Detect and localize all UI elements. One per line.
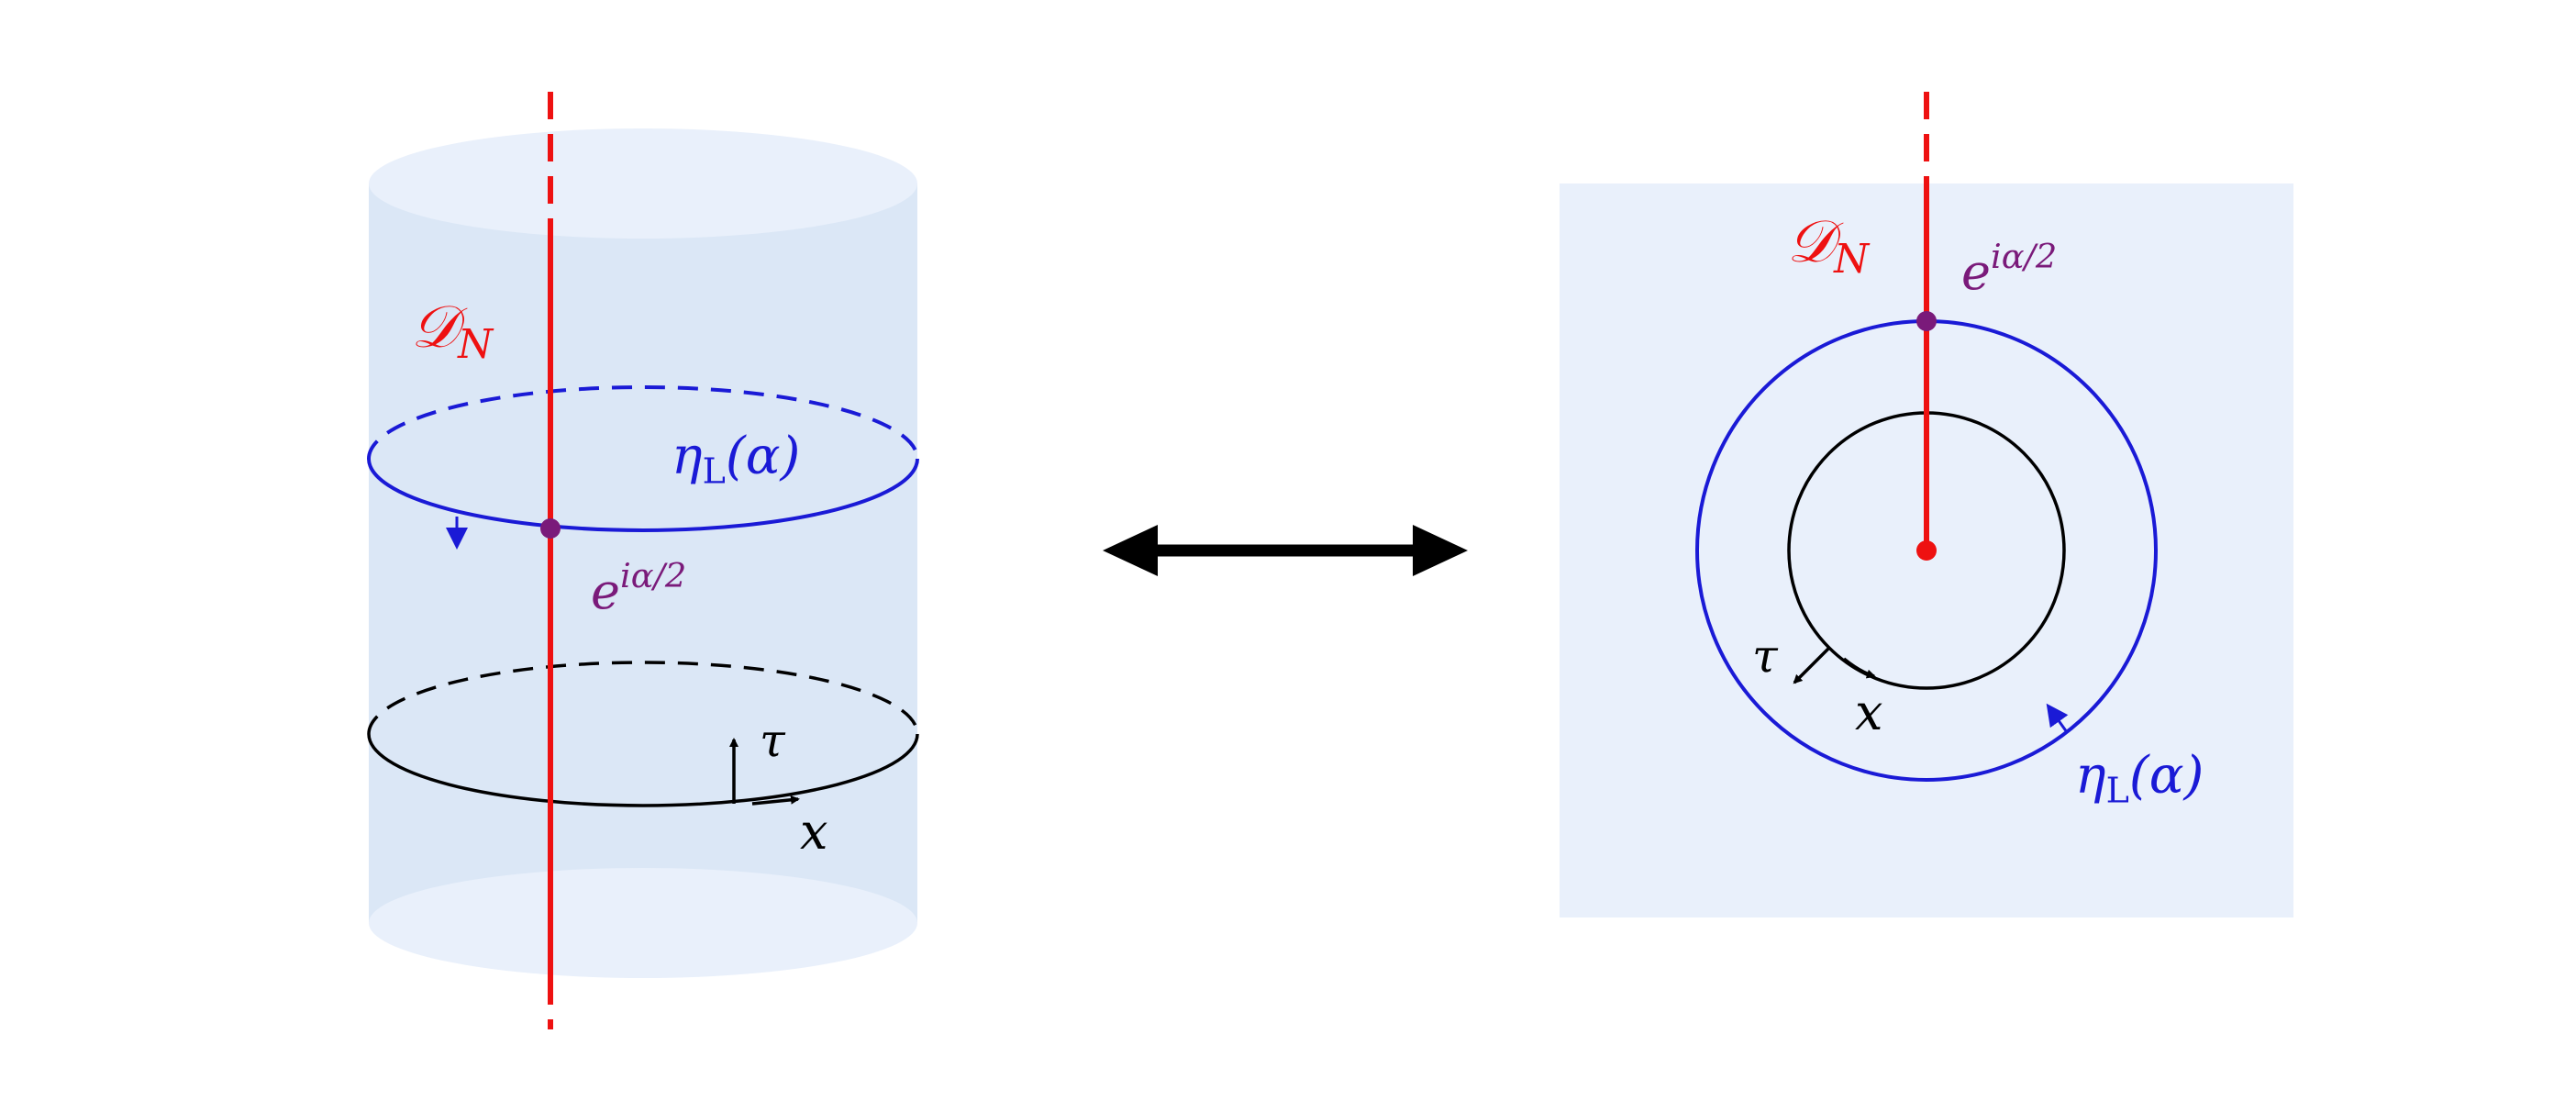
x-arrow-left — [751, 795, 800, 806]
tau-arrow-right — [1793, 647, 1830, 684]
eta-orientation-arrow-right — [2046, 703, 2069, 733]
junction-point-right — [1916, 311, 1937, 331]
spatial-circle-front — [367, 733, 919, 807]
x-arrow-right — [1842, 657, 1876, 679]
cylinder-group — [369, 128, 917, 978]
eta-label-right: ηL(α) — [2075, 746, 2204, 811]
phase-label-right: eiα/2 — [1961, 237, 2058, 301]
tau-label-right: τ — [1752, 629, 1778, 683]
junction-point-left — [540, 518, 561, 539]
eta-label-left: ηL(α) — [672, 427, 801, 492]
eta-loop-left — [367, 385, 919, 550]
x-label-left: x — [800, 803, 828, 861]
defect-endpoint-right — [1916, 540, 1937, 561]
spatial-circle-left — [367, 661, 919, 807]
cylinder-top-cap — [369, 128, 917, 239]
cylinder-body — [369, 183, 917, 922]
phase-label-left: eiα/2 — [591, 556, 687, 620]
spatial-circle-back-dashed — [367, 661, 919, 735]
arrow-head-left — [1103, 525, 1158, 576]
cylinder-bottom-cap — [369, 868, 917, 978]
double-headed-arrow-icon — [1103, 525, 1468, 576]
arrow-head-right — [1413, 525, 1468, 576]
x-label-right: x — [1855, 684, 1883, 741]
eta-loop-front — [367, 458, 919, 532]
eta-loop-back-dashed — [367, 385, 919, 460]
tau-label-left: τ — [760, 714, 785, 767]
defect-label-right: 𝒟N — [1787, 208, 1870, 284]
defect-label-left: 𝒟N — [411, 294, 494, 369]
